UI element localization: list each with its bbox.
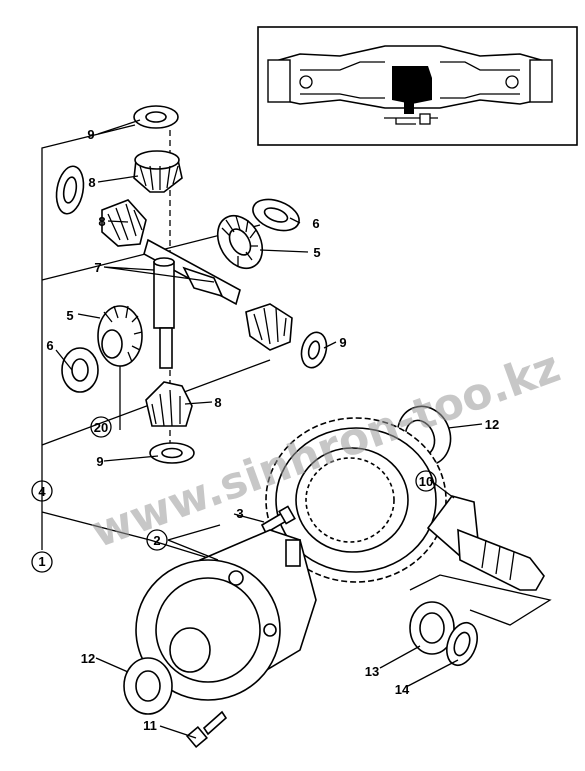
pinion-gear-left	[101, 199, 147, 247]
callout-10: 10	[419, 474, 433, 489]
shim-washer	[446, 621, 478, 667]
callout-13: 13	[365, 664, 379, 679]
bearing-bottom-right	[409, 601, 455, 655]
callout-5-left: 5	[66, 308, 73, 323]
callout-8-top: 8	[88, 175, 95, 190]
spider-cross-shaft	[143, 238, 241, 369]
thrust-washer-bottom	[149, 442, 195, 464]
ring-gear-bolt	[260, 505, 296, 535]
thrust-washer-right	[300, 331, 328, 369]
ring-gear	[265, 417, 447, 583]
callout-2: 2	[153, 533, 160, 548]
case-bolt	[186, 710, 228, 748]
pinion-gear-top	[133, 150, 183, 193]
callout-11: 11	[143, 718, 157, 733]
axle-overview-inset	[257, 26, 578, 146]
callout-12-bottom: 12	[81, 651, 95, 666]
callout-4: 4	[38, 484, 46, 499]
callout-8-bottom: 8	[214, 395, 221, 410]
callout-6-left: 6	[46, 338, 53, 353]
side-gear-right	[216, 214, 264, 270]
pinion-gear-bottom	[145, 381, 193, 427]
washer-right-top	[252, 198, 300, 232]
drive-pinion-shaft	[426, 495, 545, 591]
washer-left-bottom	[61, 347, 99, 393]
pinion-gear-right	[245, 303, 293, 351]
callout-6-right: 6	[312, 216, 319, 231]
bearing-bottom-left	[123, 657, 173, 715]
callout-9-bottom: 9	[96, 454, 103, 469]
thrust-washer-top	[133, 105, 179, 129]
callout-circles	[31, 416, 437, 573]
callout-12-top: 12	[485, 417, 499, 432]
callout-3: 3	[236, 506, 243, 521]
callout-20: 20	[94, 420, 108, 435]
differential-case	[135, 529, 317, 701]
callout-8-left: 8	[98, 214, 105, 229]
callout-14: 14	[395, 682, 410, 697]
callout-labels: 1 2 3 4 5 5 6 6 7 8 8 8 9 9 9 10 11 12 1…	[38, 127, 499, 733]
callout-9-right: 9	[339, 335, 346, 350]
leader-lines	[55, 119, 483, 739]
callout-7: 7	[94, 260, 101, 275]
callout-1: 1	[38, 554, 45, 569]
side-gear-left	[97, 305, 143, 367]
washer-left-top	[55, 165, 85, 215]
callout-9-top: 9	[87, 127, 94, 142]
callout-5-right: 5	[313, 245, 320, 260]
